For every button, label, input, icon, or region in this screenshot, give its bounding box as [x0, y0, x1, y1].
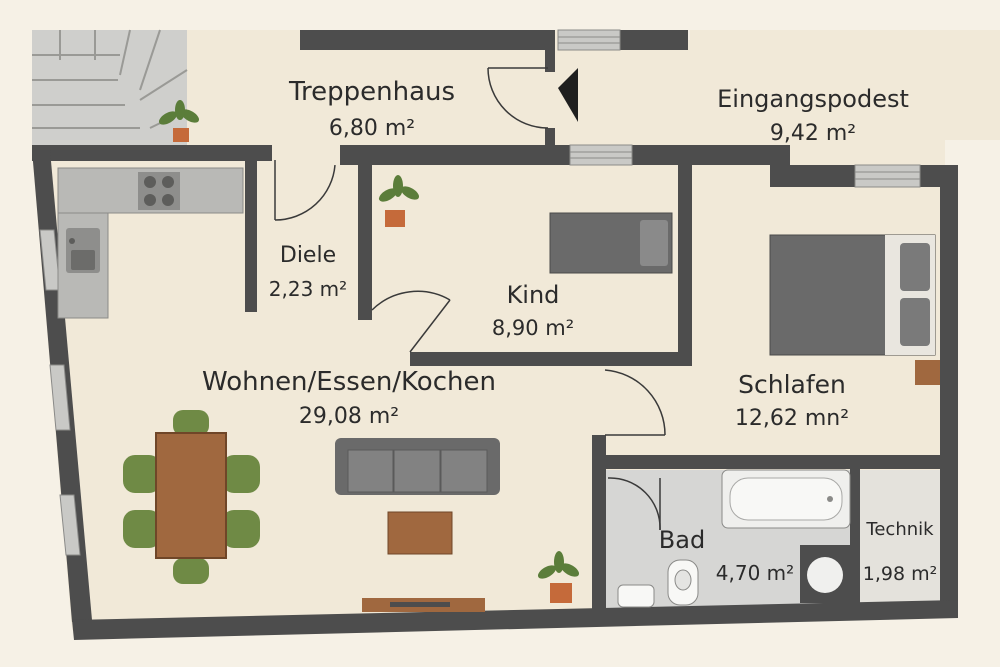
room-label-treppenhaus: Treppenhaus 6,80 m²	[288, 77, 455, 141]
svg-text:1,98 m²: 1,98 m²	[863, 563, 937, 585]
window-left-3	[59, 494, 81, 556]
bathroom-fixtures	[617, 469, 851, 608]
chair-icon	[173, 558, 209, 584]
plant-icon	[537, 551, 580, 603]
svg-text:Kind: Kind	[507, 281, 560, 309]
room-label-wohnen: Wohnen/Essen/Kochen 29,08 m²	[202, 367, 496, 429]
svg-text:29,08 m²: 29,08 m²	[299, 404, 399, 429]
doors	[274, 67, 666, 531]
stove-icon	[138, 172, 180, 210]
room-label-diele: Diele 2,23 m²	[269, 243, 347, 301]
svg-text:Schlafen: Schlafen	[738, 370, 846, 399]
door-arc-kind	[371, 290, 451, 311]
svg-text:Technik: Technik	[865, 519, 934, 540]
svg-text:9,42 m²: 9,42 m²	[770, 121, 856, 146]
dining-set	[123, 410, 260, 584]
window-schlafen	[854, 164, 921, 188]
svg-text:12,62 mn²: 12,62 mn²	[735, 406, 849, 431]
svg-text:8,90 m²: 8,90 m²	[492, 316, 574, 340]
single-bed	[549, 212, 673, 274]
chair-icon	[123, 455, 161, 493]
door-arc-schlafen	[604, 369, 666, 436]
room-label-eingangspodest: Eingangspodest 9,42 m²	[717, 85, 909, 146]
coffee-table	[387, 511, 453, 555]
chair-icon	[222, 455, 260, 493]
staircase	[32, 29, 188, 150]
radiator	[915, 360, 940, 385]
chair-icon	[173, 410, 209, 436]
technik-floor	[860, 470, 940, 608]
plant-icon	[158, 100, 200, 142]
svg-text:Diele: Diele	[280, 243, 336, 268]
svg-text:2,23 m²: 2,23 m²	[269, 277, 347, 301]
door-arc-entrance	[487, 67, 549, 129]
chair-icon	[123, 510, 161, 548]
kitchen-counter	[57, 167, 244, 319]
room-label-kind: Kind 8,90 m²	[492, 281, 574, 340]
pillow-icon	[900, 298, 930, 346]
svg-text:4,70 m²: 4,70 m²	[716, 561, 794, 585]
window-left-2	[49, 364, 71, 431]
entrance-arrow-icon	[558, 68, 578, 122]
chair-icon	[222, 510, 260, 548]
door-arc-diele	[274, 164, 336, 221]
svg-text:Treppenhaus: Treppenhaus	[288, 77, 455, 107]
pillow-icon	[640, 220, 668, 266]
window-top	[557, 29, 621, 51]
washbasin-icon	[617, 584, 655, 608]
windows	[39, 29, 940, 612]
room-label-bad: Bad 4,70 m²	[659, 526, 794, 585]
window-kind	[569, 144, 633, 166]
plant-icon	[378, 175, 420, 227]
pillow-icon	[900, 243, 930, 291]
svg-text:Eingangspodest: Eingangspodest	[717, 85, 909, 113]
double-bed	[769, 234, 936, 356]
svg-text:6,80 m²: 6,80 m²	[329, 116, 415, 141]
dining-table	[155, 432, 227, 559]
svg-text:Wohnen/Essen/Kochen: Wohnen/Essen/Kochen	[202, 367, 496, 397]
room-label-schlafen: Schlafen 12,62 mn²	[735, 370, 849, 431]
room-label-technik: Technik 1,98 m²	[863, 519, 937, 585]
svg-text:Bad: Bad	[659, 526, 705, 554]
sofa	[335, 438, 500, 495]
